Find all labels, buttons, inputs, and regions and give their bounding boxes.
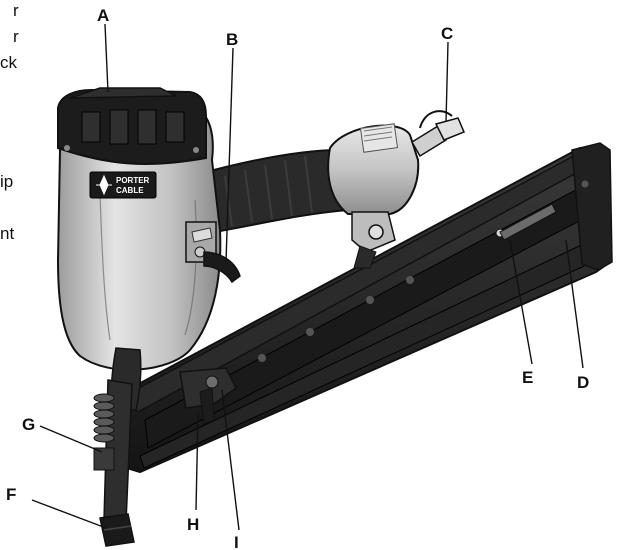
brand-logo-line-2: CABLE (116, 186, 144, 195)
brand-logo-line-1: PORTER (116, 176, 150, 185)
callout-b: B (226, 30, 238, 49)
depth-adjust-spring (93, 393, 115, 443)
callout-a: A (97, 6, 109, 25)
nose-latch (179, 367, 237, 425)
text-fragment-1: r (13, 1, 19, 20)
callout-e: E (522, 368, 533, 387)
text-fragment-4: ip (0, 172, 14, 191)
text-fragment-5: nt (0, 224, 15, 243)
callout-c: C (441, 24, 453, 43)
callout-h: H (187, 515, 199, 534)
top-cap (57, 87, 207, 165)
nose-assembly (93, 347, 142, 547)
rear-cap (327, 123, 420, 269)
brand-logo: PORTER CABLE (89, 171, 157, 199)
magazine (116, 142, 613, 474)
callout-g: G (22, 415, 35, 434)
air-fitting (410, 110, 465, 158)
trigger (203, 251, 241, 284)
side-hardware (185, 221, 217, 263)
callout-d: D (577, 373, 589, 392)
text-fragment-2: r (13, 27, 19, 46)
text-fragment-3: ck (0, 53, 17, 72)
leader-lines (31, 23, 584, 531)
callout-i: I (234, 533, 239, 550)
callout-f: F (6, 485, 16, 504)
